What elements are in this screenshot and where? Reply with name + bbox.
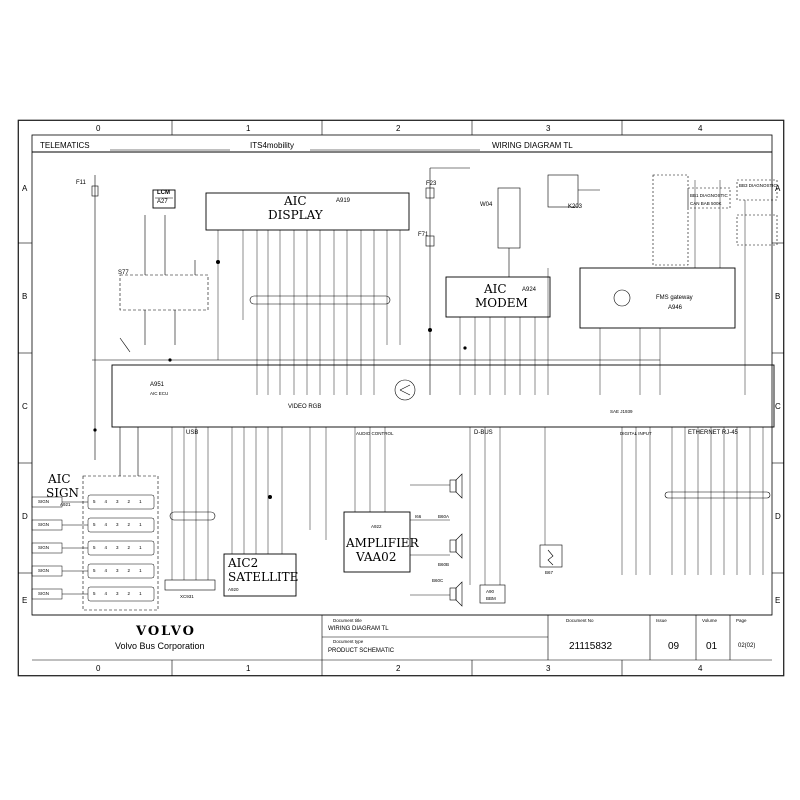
grid-col-4-top: 4 <box>698 124 703 133</box>
ecu-audio-control-label: AUDIO CONTROL <box>356 431 394 436</box>
issue-label: Issue <box>656 618 667 623</box>
lcm-id: A27 <box>157 199 168 205</box>
grid-row-b-right: B <box>775 292 781 301</box>
aic-sign-title-2: SIGN <box>46 486 80 500</box>
doc-type-label: Document type <box>333 639 364 644</box>
aic-display-title-1: AIC <box>284 194 307 208</box>
grid-row-d-right: D <box>775 512 781 521</box>
grid-col-0-bottom: 0 <box>96 664 101 673</box>
b67-label: B67 <box>545 570 554 575</box>
telematics-header: TELEMATICS <box>40 141 90 150</box>
grid-row-a-right: A <box>775 184 781 193</box>
fms-gateway-name: FMS gateway <box>656 295 693 301</box>
amplifier-unit: I66 <box>415 514 422 519</box>
doc-type: PRODUCT SCHEMATIC <box>328 648 395 654</box>
a90-name: BBM <box>486 596 496 601</box>
fuse-f23: F23 <box>426 181 437 187</box>
grid-col-3-top: 3 <box>546 124 551 133</box>
doc-title: WIRING DIAGRAM TL <box>328 626 389 632</box>
amplifier-id: A922 <box>371 524 382 529</box>
schematic-sheet <box>18 120 784 676</box>
grid-row-a-left: A <box>22 184 28 193</box>
diagram-title-header: WIRING DIAGRAM TL <box>492 141 573 150</box>
aic2-id: A920 <box>228 587 239 592</box>
ecu-digital-input-label: DIGITAL INPUT <box>620 431 652 436</box>
grid-col-2-top: 2 <box>396 124 401 133</box>
grid-col-1-top: 1 <box>246 124 251 133</box>
aic2-title-1: AIC2 <box>228 556 259 570</box>
doc-title-label: Document title <box>333 618 362 623</box>
aic-modem-title-1: AIC <box>484 282 507 296</box>
can-block-2: BB3 DIAGNOSTIC <box>739 183 777 188</box>
page-number: 02(02) <box>738 643 756 649</box>
grid-col-3-bottom: 3 <box>546 664 551 673</box>
sign-label-5: SIGN <box>38 591 50 596</box>
sign-pins-row-2: 54321 <box>93 522 151 527</box>
aic-display-id: A919 <box>336 198 351 204</box>
volume-label: Volume <box>702 618 718 623</box>
speaker-b60b: B60B <box>438 562 450 567</box>
fuse-f11: F11 <box>76 180 86 186</box>
ecu-dbus-label: D-BUS <box>474 430 493 436</box>
switch-s77: S77 <box>118 270 129 276</box>
volvo-logo: VOLVO <box>136 624 196 639</box>
sign-label-4: SIGN <box>38 568 50 573</box>
grid-row-e-left: E <box>22 596 28 605</box>
aic-modem-id: A924 <box>522 287 537 293</box>
aic-display-title-2: DISPLAY <box>268 208 323 222</box>
sign-pins-row-1: 54321 <box>93 499 151 504</box>
can-block-1: BB1 DIAGNOSTIC <box>690 193 728 198</box>
speaker-b60a: B60A <box>438 514 450 519</box>
antenna-w04: W04 <box>480 202 493 208</box>
grid-col-2-bottom: 2 <box>396 664 401 673</box>
aic-ecu-id: A951 <box>150 382 165 388</box>
grid-row-d-left: D <box>22 512 28 521</box>
grid-row-b-left: B <box>22 292 28 301</box>
ecu-ethernet-label: ETHERNET RJ-45 <box>688 430 738 436</box>
sign-label-3: SIGN <box>38 545 50 550</box>
system-header: ITS4mobility <box>250 141 295 150</box>
doc-no-label: Document No <box>566 618 594 623</box>
issue: 09 <box>668 641 680 652</box>
doc-no: 21115832 <box>569 641 613 652</box>
fuse-f71: F71 <box>418 232 429 238</box>
fms-gateway-id: A946 <box>668 305 683 311</box>
relay-k203: K203 <box>568 204 583 210</box>
aic-ecu-name: AIC ECU <box>150 391 169 396</box>
sign-label-1: SIGN <box>38 499 50 504</box>
ecu-sae-label: SAE J1939 <box>610 409 633 414</box>
grid-row-e-right: E <box>775 596 781 605</box>
ecu-usb-label: USB <box>186 430 199 436</box>
can-block-3: CAN BAB 500K <box>690 201 722 206</box>
sign-pins-row-5: 54321 <box>93 591 151 596</box>
page-label: Page <box>736 618 747 623</box>
sign-pins-row-4: 54321 <box>93 568 151 573</box>
grid-col-0-top: 0 <box>96 124 101 133</box>
aic-sign-title-1: AIC <box>48 472 71 486</box>
sign-pins-row-3: 54321 <box>93 545 151 550</box>
sign-label-2: SIGN <box>38 522 50 527</box>
xc931-label: XC931 <box>180 594 194 599</box>
lcm-name: LCM <box>157 190 170 196</box>
aic-modem-title-2: MODEM <box>475 296 528 310</box>
volume: 01 <box>706 641 718 652</box>
grid-row-c-left: C <box>22 402 28 411</box>
speaker-b60c: B60C <box>432 578 444 583</box>
amplifier-title-1: AMPLIFIER <box>346 536 419 550</box>
aic-sign-id: A921 <box>60 502 71 507</box>
grid-col-4-bottom: 4 <box>698 664 703 673</box>
grid-row-c-right: C <box>775 402 781 411</box>
amplifier-title-2: VAA02 <box>356 550 397 564</box>
aic2-title-2: SATELLITE <box>228 570 299 584</box>
a90-id: A90 <box>486 589 495 594</box>
company-name: Volvo Bus Corporation <box>115 641 205 651</box>
grid-col-1-bottom: 1 <box>246 664 251 673</box>
ecu-video-label: VIDEO RGB <box>288 404 322 410</box>
